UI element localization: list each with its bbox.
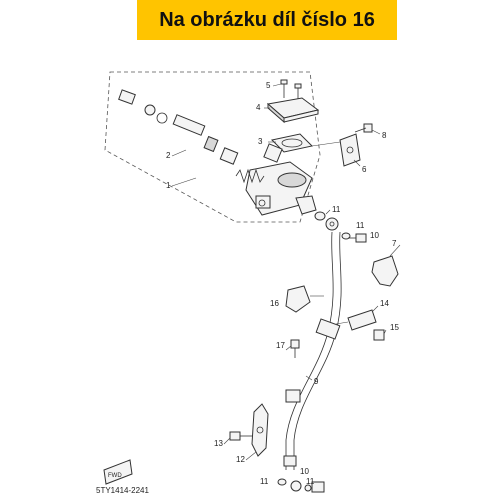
- callout-4: 4: [256, 103, 261, 112]
- part-13-bolt: [229, 431, 252, 441]
- callout-10-bottom: 10: [300, 467, 309, 476]
- callout-13: 13: [214, 439, 223, 448]
- title-banner: Na obrázku díl číslo 16: [137, 0, 397, 40]
- callout-9: 9: [314, 377, 319, 386]
- callout-15: 15: [390, 323, 399, 332]
- part-15-bolt: [373, 329, 385, 341]
- callout-2: 2: [166, 151, 171, 160]
- callout-16: 16: [270, 299, 279, 308]
- callout-7: 7: [392, 239, 397, 248]
- callout-1: 1: [166, 181, 171, 190]
- callout-14: 14: [380, 299, 389, 308]
- part-16-hose-guide: [285, 285, 324, 313]
- part-17-bolt: [290, 339, 300, 358]
- callout-11-a: 11: [332, 205, 341, 214]
- callout-10-top: 10: [370, 231, 379, 240]
- fwd-label: FWD: [108, 473, 122, 479]
- master-cylinder-body: [245, 161, 317, 216]
- diagram-code: 5TY1414-2241: [96, 486, 149, 495]
- callout-8: 8: [382, 131, 387, 140]
- callout-17: 17: [276, 341, 285, 350]
- part-11-washers-bottom: [277, 478, 325, 493]
- callout-3: 3: [258, 137, 263, 146]
- part-9-brake-hose: [283, 231, 342, 470]
- part-4-reservoir-cap: [266, 97, 320, 124]
- part-11-washers-top: [314, 211, 351, 240]
- part-6-bracket: [311, 133, 361, 167]
- callout-11-b: 11: [356, 221, 365, 230]
- leader-lines: [171, 83, 387, 461]
- title-text: Na obrázku díl číslo 16: [159, 8, 375, 31]
- part-7-reservoir: [371, 244, 401, 287]
- callout-5: 5: [266, 81, 271, 90]
- part-2-piston-assembly: [118, 89, 283, 165]
- part-5-screws: [280, 79, 302, 100]
- part-10-bolt-top: [348, 233, 367, 243]
- part-14-hose-clamp: [335, 309, 377, 331]
- callout-6: 6: [362, 165, 367, 174]
- part-12-lower-bracket: [251, 403, 269, 457]
- part-8-bolt: [354, 123, 373, 133]
- callout-11-c: 11: [260, 477, 269, 486]
- forward-arrow-icon: FWD: [103, 459, 133, 485]
- callout-12: 12: [236, 455, 245, 464]
- callout-11-d: 11: [306, 477, 315, 486]
- assembly-outline: [104, 71, 321, 223]
- piston-spring: [235, 168, 265, 184]
